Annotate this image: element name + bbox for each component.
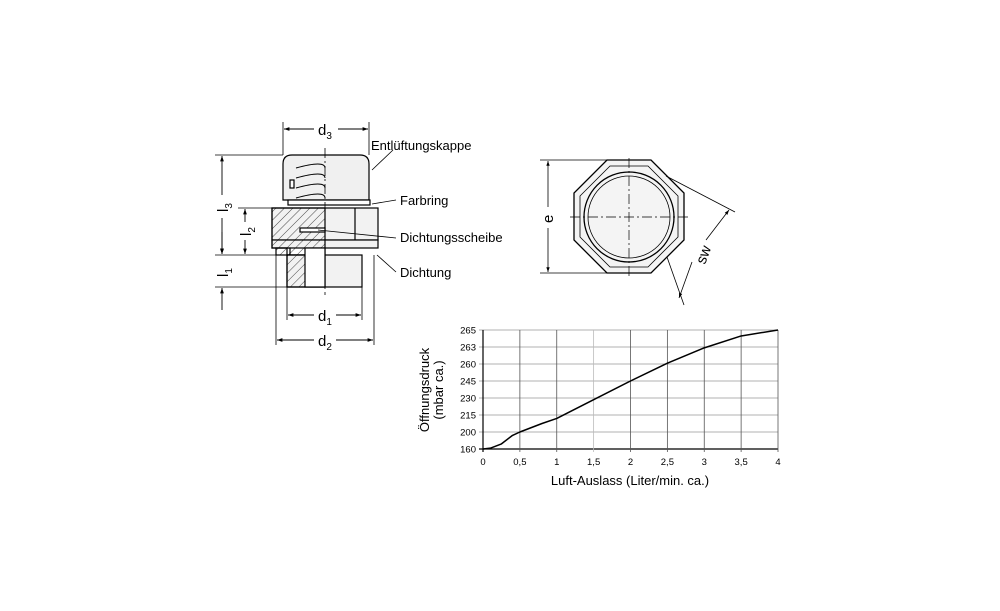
vent-cap xyxy=(282,154,370,201)
dim-d1: d1 xyxy=(318,308,332,328)
y-tick-label: 230 xyxy=(460,394,476,405)
x-tick-label: 4 xyxy=(775,457,780,468)
y-tick-label: 200 xyxy=(460,428,476,439)
x-tick-label: 1 xyxy=(554,457,559,468)
x-tick-label: 0,5 xyxy=(513,457,526,468)
dim-l3: l3 xyxy=(215,203,235,212)
y-tick-label: 265 xyxy=(460,326,476,337)
color-ring xyxy=(287,199,371,206)
dim-d3: d3 xyxy=(318,122,332,142)
callout-color-ring: Farbring xyxy=(400,193,448,208)
chart-y-label-line1: Öffnungsdruck xyxy=(417,347,432,432)
callout-seal: Dichtung xyxy=(400,265,451,280)
callout-sealing-washer: Dichtungsscheibe xyxy=(400,230,503,245)
y-tick-label: 260 xyxy=(460,360,476,371)
dim-d2: d2 xyxy=(318,333,332,353)
pressure-flow-chart: 160 200 215 230 245 260 263 265 0 0,5 1 1,5 2 2,5 3 3,5… xyxy=(460,326,781,469)
chart-y-label-line2: (mbar ca.) xyxy=(431,360,446,419)
side-view-drawing xyxy=(215,122,397,345)
x-tick-label: 2,5 xyxy=(661,457,674,468)
dimension-labels: d3 d1 d2 l3 l2 l1 Entlüftungskappe Farbr… xyxy=(215,122,503,353)
chart-x-label: Luft-Auslass (Liter/min. ca.) xyxy=(551,473,709,488)
x-tick-label: 3,5 xyxy=(735,457,748,468)
top-view-drawing xyxy=(540,158,736,306)
y-tick-label: 263 xyxy=(460,343,476,354)
seal xyxy=(275,247,291,256)
y-tick-label: 160 xyxy=(460,445,476,456)
x-tick-label: 1,5 xyxy=(587,457,600,468)
x-tick-label: 2 xyxy=(628,457,633,468)
series-line-oeffnungsdruck xyxy=(482,329,779,450)
dim-l1: l1 xyxy=(215,268,235,277)
x-tick-label: 3 xyxy=(702,457,707,468)
x-tick-label: 0 xyxy=(480,457,485,468)
dim-l2: l2 xyxy=(238,227,258,236)
y-tick-label: 245 xyxy=(460,377,476,388)
dim-e: e xyxy=(540,215,557,223)
callout-vent-cap: Entlüftungskappe xyxy=(371,138,471,153)
spring xyxy=(295,163,326,199)
y-tick-label: 215 xyxy=(460,411,476,422)
dim-sw: sw xyxy=(693,243,715,266)
